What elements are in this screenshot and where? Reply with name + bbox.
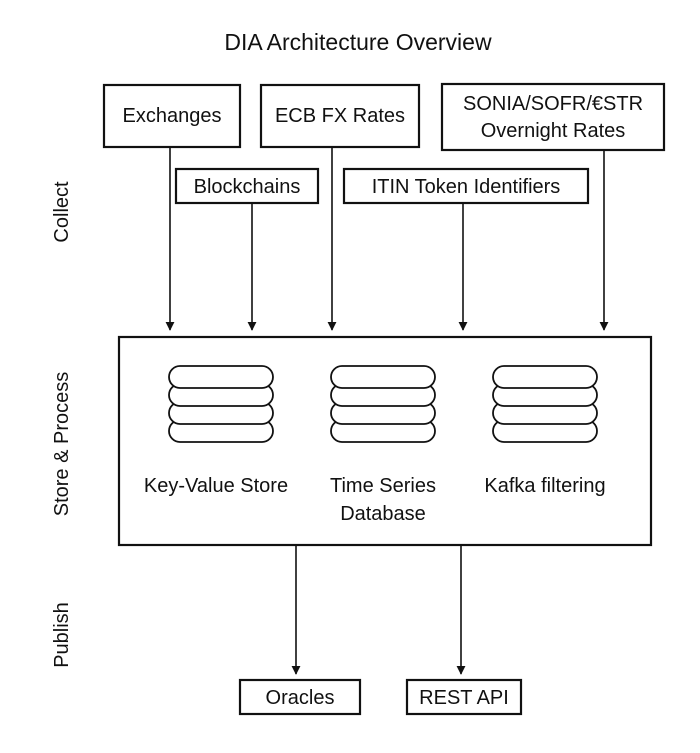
source-exchanges: Exchanges [102, 83, 242, 149]
storage-time-series-line1: Time Series [330, 475, 436, 497]
source-overnight-rates-line2: Overnight Rates [481, 120, 626, 142]
phase-label-store-process: Store & Process [51, 372, 73, 517]
database-icon [168, 365, 274, 443]
database-icon [330, 365, 436, 443]
storage-time-series-line2: Database [340, 503, 426, 525]
source-ecb-fx-rates: ECB FX Rates [259, 83, 421, 149]
phase-label-collect: Collect [51, 181, 73, 243]
output-rest-api-label: REST API [419, 687, 509, 709]
phase-label-publish: Publish [51, 602, 73, 668]
diagram-title: DIA Architecture Overview [224, 29, 492, 55]
output-oracles-label: Oracles [266, 687, 335, 709]
output-oracles: Oracles [238, 678, 362, 716]
output-rest-api: REST API [405, 678, 523, 716]
source-itin-label: ITIN Token Identifiers [372, 176, 561, 198]
source-ecb-fx-rates-label: ECB FX Rates [275, 105, 405, 127]
source-overnight-rates: SONIA/SOFR/€STR Overnight Rates [440, 82, 666, 152]
storage-kafka-label: Kafka filtering [484, 475, 605, 497]
source-blockchains-label: Blockchains [194, 176, 301, 198]
database-icon [492, 365, 598, 443]
source-blockchains: Blockchains [174, 167, 320, 205]
source-exchanges-label: Exchanges [123, 105, 222, 127]
source-itin: ITIN Token Identifiers [342, 167, 590, 205]
storage-key-value-label: Key-Value Store [144, 475, 288, 497]
source-overnight-rates-line1: SONIA/SOFR/€STR [463, 93, 643, 115]
